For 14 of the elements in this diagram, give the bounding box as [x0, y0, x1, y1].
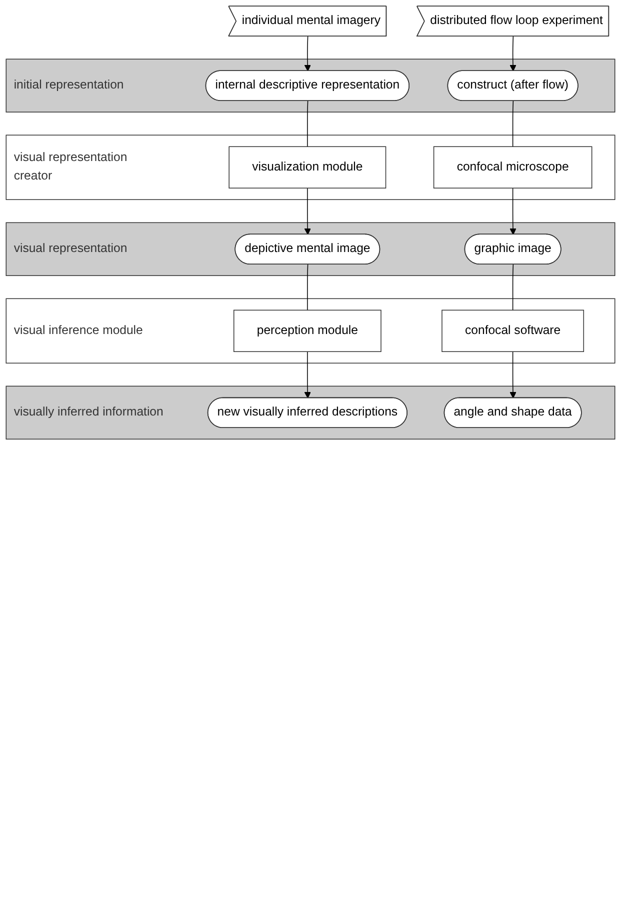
arrow	[304, 351, 311, 398]
connector	[512, 264, 514, 311]
connector	[307, 100, 308, 148]
arrow	[510, 351, 516, 398]
arrow	[304, 188, 311, 235]
node-box: visualization module	[228, 146, 386, 188]
arrow	[510, 36, 516, 72]
node-box: confocal software	[442, 310, 584, 352]
arrow	[510, 188, 516, 235]
arrow	[304, 36, 311, 72]
node-box: perception module	[233, 310, 382, 352]
connector	[307, 264, 308, 311]
connector	[512, 100, 514, 148]
node-box: confocal microscope	[433, 146, 592, 188]
